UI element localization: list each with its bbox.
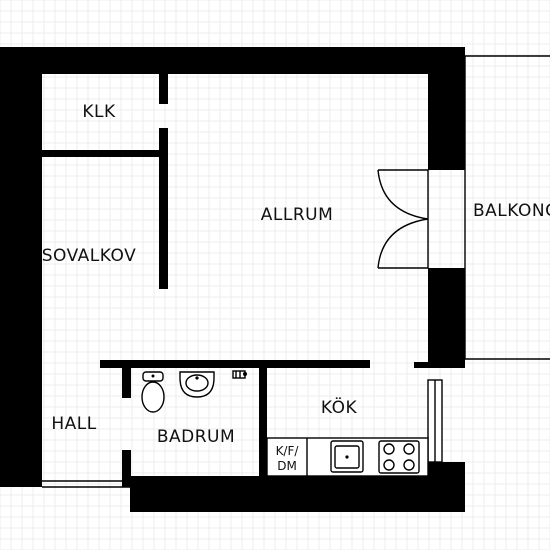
door-swing-icon: [377, 169, 429, 269]
window-icon: [427, 379, 443, 463]
room-label-klk: KLK: [82, 102, 116, 122]
balcony-outline: [464, 55, 550, 360]
faucet-icon: [232, 370, 247, 379]
exterior-walls: [0, 47, 465, 512]
room-label-badrum: BADRUM: [157, 427, 235, 447]
room-label-sovalkov: SOVALKOV: [42, 246, 136, 266]
room-label-hall: HALL: [51, 414, 96, 434]
interior-walls: [0, 74, 428, 487]
entrance-door: [42, 480, 130, 488]
kfdm-label-line2: DM: [277, 459, 297, 473]
room-label-balkong: BALKONG: [473, 201, 550, 221]
kfdm-label-line1: K/F/: [276, 444, 300, 458]
stove-icon: [378, 440, 420, 474]
kitchen-sink-icon: [330, 440, 364, 473]
room-label-allrum: ALLRUM: [261, 205, 334, 225]
sink-icon: [179, 371, 215, 398]
toilet-icon: [141, 371, 165, 413]
room-label-kok: KÖK: [321, 396, 358, 418]
